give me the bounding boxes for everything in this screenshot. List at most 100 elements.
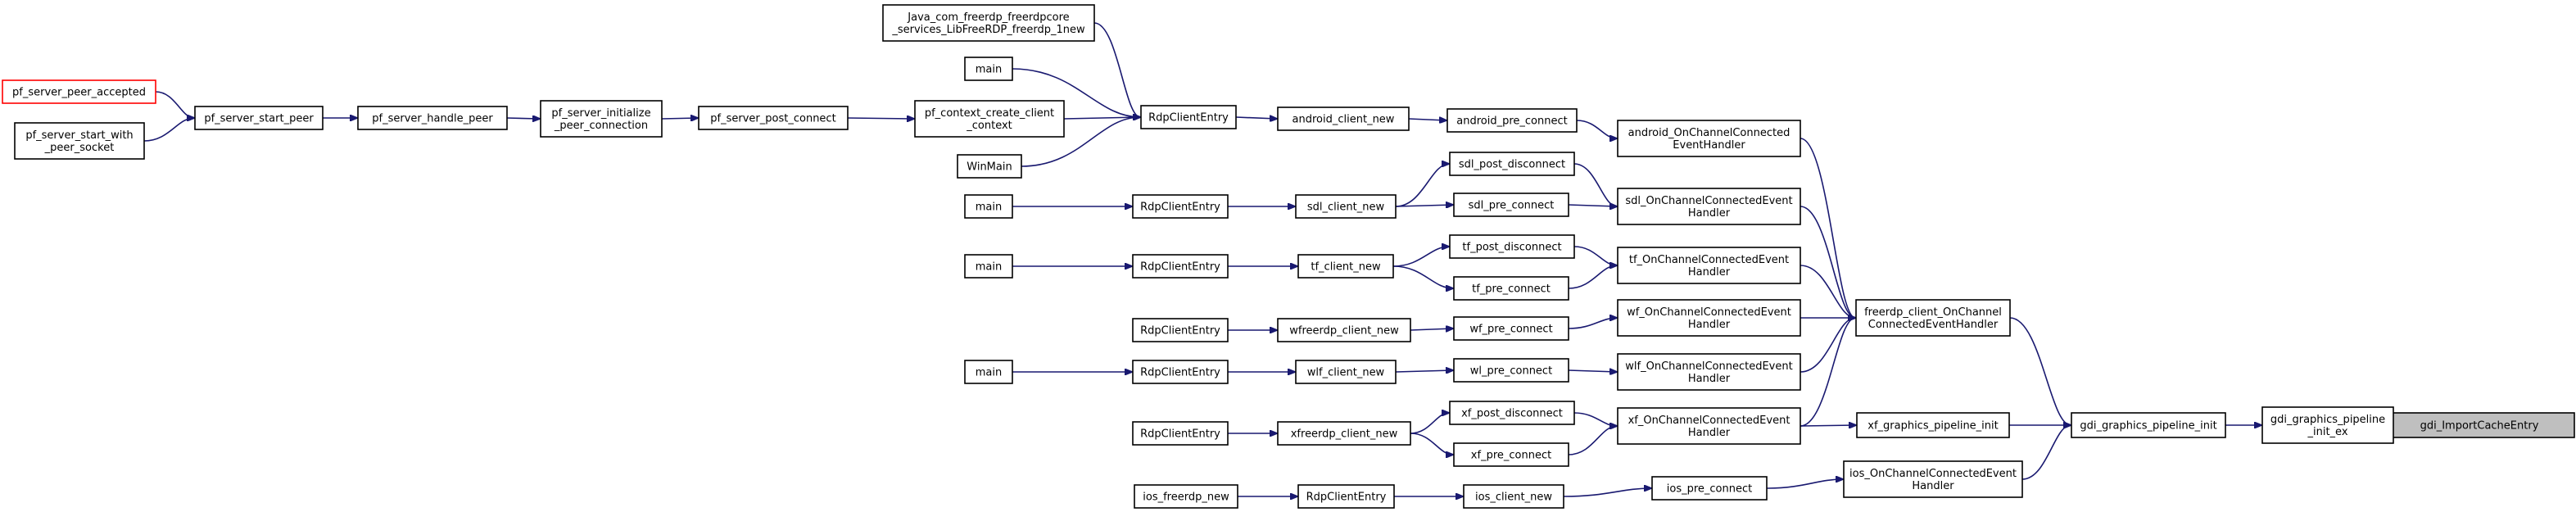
edge-pf_handle-to-pf_init_peer bbox=[506, 118, 540, 119]
node-pf-start-socket[interactable]: pf_server_start_with_peer_socket bbox=[14, 122, 145, 160]
node-tf-post[interactable]: tf_post_disconnect bbox=[1449, 234, 1575, 259]
node-label: pf_server_initialize bbox=[551, 107, 650, 120]
node-ios-pre[interactable]: ios_pre_connect bbox=[1651, 476, 1768, 501]
edge-sdl_cn-to-sdl_pre bbox=[1395, 205, 1453, 206]
node-label: EventHandler bbox=[1673, 139, 1745, 152]
node-box bbox=[1295, 194, 1397, 219]
node-rce-xf[interactable]: RdpClientEntry bbox=[1132, 421, 1229, 446]
node-box bbox=[540, 100, 663, 138]
node-main-wlf[interactable]: main bbox=[964, 360, 1013, 384]
node-label: xf_post_disconnect bbox=[1461, 408, 1563, 420]
node-box bbox=[1132, 254, 1229, 279]
node-pf-init-peer[interactable]: pf_server_initialize_peer_connection bbox=[540, 100, 663, 138]
node-rce-tf[interactable]: RdpClientEntry bbox=[1132, 254, 1229, 279]
node-sdl-pre[interactable]: sdl_pre_connect bbox=[1453, 193, 1569, 217]
node-label: main bbox=[976, 261, 1002, 274]
node-label: xf_OnChannelConnectedEvent bbox=[1628, 415, 1791, 427]
node-box bbox=[357, 106, 508, 130]
node-box bbox=[1449, 234, 1575, 259]
node-box bbox=[1617, 299, 1801, 337]
node-gdi-gpi-ex[interactable]: gdi_graphics_pipeline_init_ex bbox=[2261, 406, 2394, 444]
node-wf-cn[interactable]: wfreerdp_client_new bbox=[1277, 318, 1411, 342]
edge-tf_cn-to-tf_post bbox=[1392, 247, 1449, 267]
edge-wf_cn-to-wf_pre bbox=[1410, 328, 1453, 330]
node-android-pre[interactable]: android_pre_connect bbox=[1446, 108, 1578, 133]
node-label: sdl_pre_connect bbox=[1469, 200, 1555, 212]
node-label: sdl_OnChannelConnectedEvent bbox=[1625, 195, 1792, 207]
node-android-cn[interactable]: android_client_new bbox=[1277, 106, 1410, 131]
node-ios-cn[interactable]: ios_client_new bbox=[1463, 484, 1564, 509]
node-freerdp-occ[interactable]: freerdp_client_OnChannelConnectedEventHa… bbox=[1855, 299, 2011, 337]
node-main-tf[interactable]: main bbox=[964, 254, 1013, 279]
node-wf-pre[interactable]: wf_pre_connect bbox=[1453, 316, 1569, 341]
edge-ios_pre-to-ios_occ bbox=[1766, 479, 1843, 489]
node-box bbox=[964, 57, 1013, 81]
node-rce-ios[interactable]: RdpClientEntry bbox=[1297, 484, 1395, 509]
node-xf-post[interactable]: xf_post_disconnect bbox=[1449, 401, 1575, 425]
node-wlf-cn[interactable]: wlf_client_new bbox=[1295, 360, 1397, 384]
node-ios-freerdp-new[interactable]: ios_freerdp_new bbox=[1134, 484, 1238, 509]
node-main-sdl[interactable]: main bbox=[964, 194, 1013, 219]
node-box bbox=[2, 79, 156, 104]
node-label: _init_ex bbox=[2307, 426, 2347, 438]
node-box bbox=[2384, 412, 2575, 438]
node-rce-android[interactable]: RdpClientEntry bbox=[1140, 105, 1237, 129]
node-box bbox=[1132, 360, 1229, 384]
node-label: RdpClientEntry bbox=[1140, 202, 1220, 214]
node-rce-wf[interactable]: RdpClientEntry bbox=[1132, 318, 1229, 342]
node-box bbox=[1297, 254, 1394, 279]
node-label: sdl_post_disconnect bbox=[1459, 159, 1565, 171]
node-box bbox=[1134, 484, 1238, 509]
node-label: ios_client_new bbox=[1475, 492, 1552, 504]
node-pf-accepted[interactable]: pf_server_peer_accepted bbox=[2, 79, 156, 104]
node-box bbox=[1617, 247, 1801, 284]
node-box bbox=[698, 106, 849, 130]
node-gdi-import[interactable]: gdi_ImportCacheEntry bbox=[2384, 412, 2575, 438]
node-xf-cn[interactable]: xfreerdp_client_new bbox=[1277, 421, 1411, 446]
node-label: freerdp_client_OnChannel bbox=[1864, 306, 2002, 319]
node-main-android[interactable]: main bbox=[964, 57, 1013, 81]
node-label: tf_OnChannelConnectedEvent bbox=[1629, 254, 1789, 266]
node-wl-pre[interactable]: wl_pre_connect bbox=[1453, 358, 1569, 383]
node-winmain[interactable]: WinMain bbox=[957, 154, 1022, 179]
node-sdl-post[interactable]: sdl_post_disconnect bbox=[1449, 152, 1575, 176]
node-box bbox=[914, 100, 1065, 138]
node-box bbox=[1140, 105, 1237, 129]
node-java-jni[interactable]: Java_com_freerdp_freerdpcore_services_Li… bbox=[882, 4, 1095, 42]
node-rce-wlf[interactable]: RdpClientEntry bbox=[1132, 360, 1229, 384]
node-label: ios_OnChannelConnectedEvent bbox=[1849, 468, 2017, 480]
node-label: pf_server_start_peer bbox=[204, 113, 314, 125]
node-box bbox=[1446, 108, 1578, 133]
node-tf-cn[interactable]: tf_client_new bbox=[1297, 254, 1394, 279]
node-label: xf_graphics_pipeline_init bbox=[1867, 420, 1999, 433]
node-sdl-cn[interactable]: sdl_client_new bbox=[1295, 194, 1397, 219]
node-gdi-gpi[interactable]: gdi_graphics_pipeline_init bbox=[2071, 412, 2226, 438]
node-box bbox=[1453, 276, 1569, 301]
node-box bbox=[1651, 476, 1768, 501]
node-pf-post[interactable]: pf_server_post_connect bbox=[698, 106, 849, 130]
node-tf-pre[interactable]: tf_pre_connect bbox=[1453, 276, 1569, 301]
node-label: WinMain bbox=[967, 161, 1012, 174]
node-pf-ccc[interactable]: pf_context_create_client_context bbox=[914, 100, 1065, 138]
node-xf-pre[interactable]: xf_pre_connect bbox=[1453, 442, 1569, 467]
node-rce-sdl[interactable]: RdpClientEntry bbox=[1132, 194, 1229, 219]
edge-xf_occ-to-xf_gpi bbox=[1800, 425, 1856, 426]
node-xf-gpi[interactable]: xf_graphics_pipeline_init bbox=[1856, 412, 2010, 438]
edge-tf_cn-to-tf_pre bbox=[1392, 265, 1453, 288]
node-pf-start[interactable]: pf_server_start_peer bbox=[194, 106, 324, 130]
edge-ios_occ-to-gdi_gpi bbox=[2021, 425, 2071, 480]
node-box bbox=[1277, 421, 1411, 446]
edge-java_jni-to-rce_android bbox=[1093, 22, 1140, 117]
edge-layer bbox=[143, 22, 2393, 496]
node-box bbox=[2071, 412, 2226, 438]
node-pf-handle[interactable]: pf_server_handle_peer bbox=[357, 106, 508, 130]
node-label: xf_pre_connect bbox=[1471, 450, 1551, 462]
edge-pf_ccc-to-rce_android bbox=[1063, 117, 1140, 119]
